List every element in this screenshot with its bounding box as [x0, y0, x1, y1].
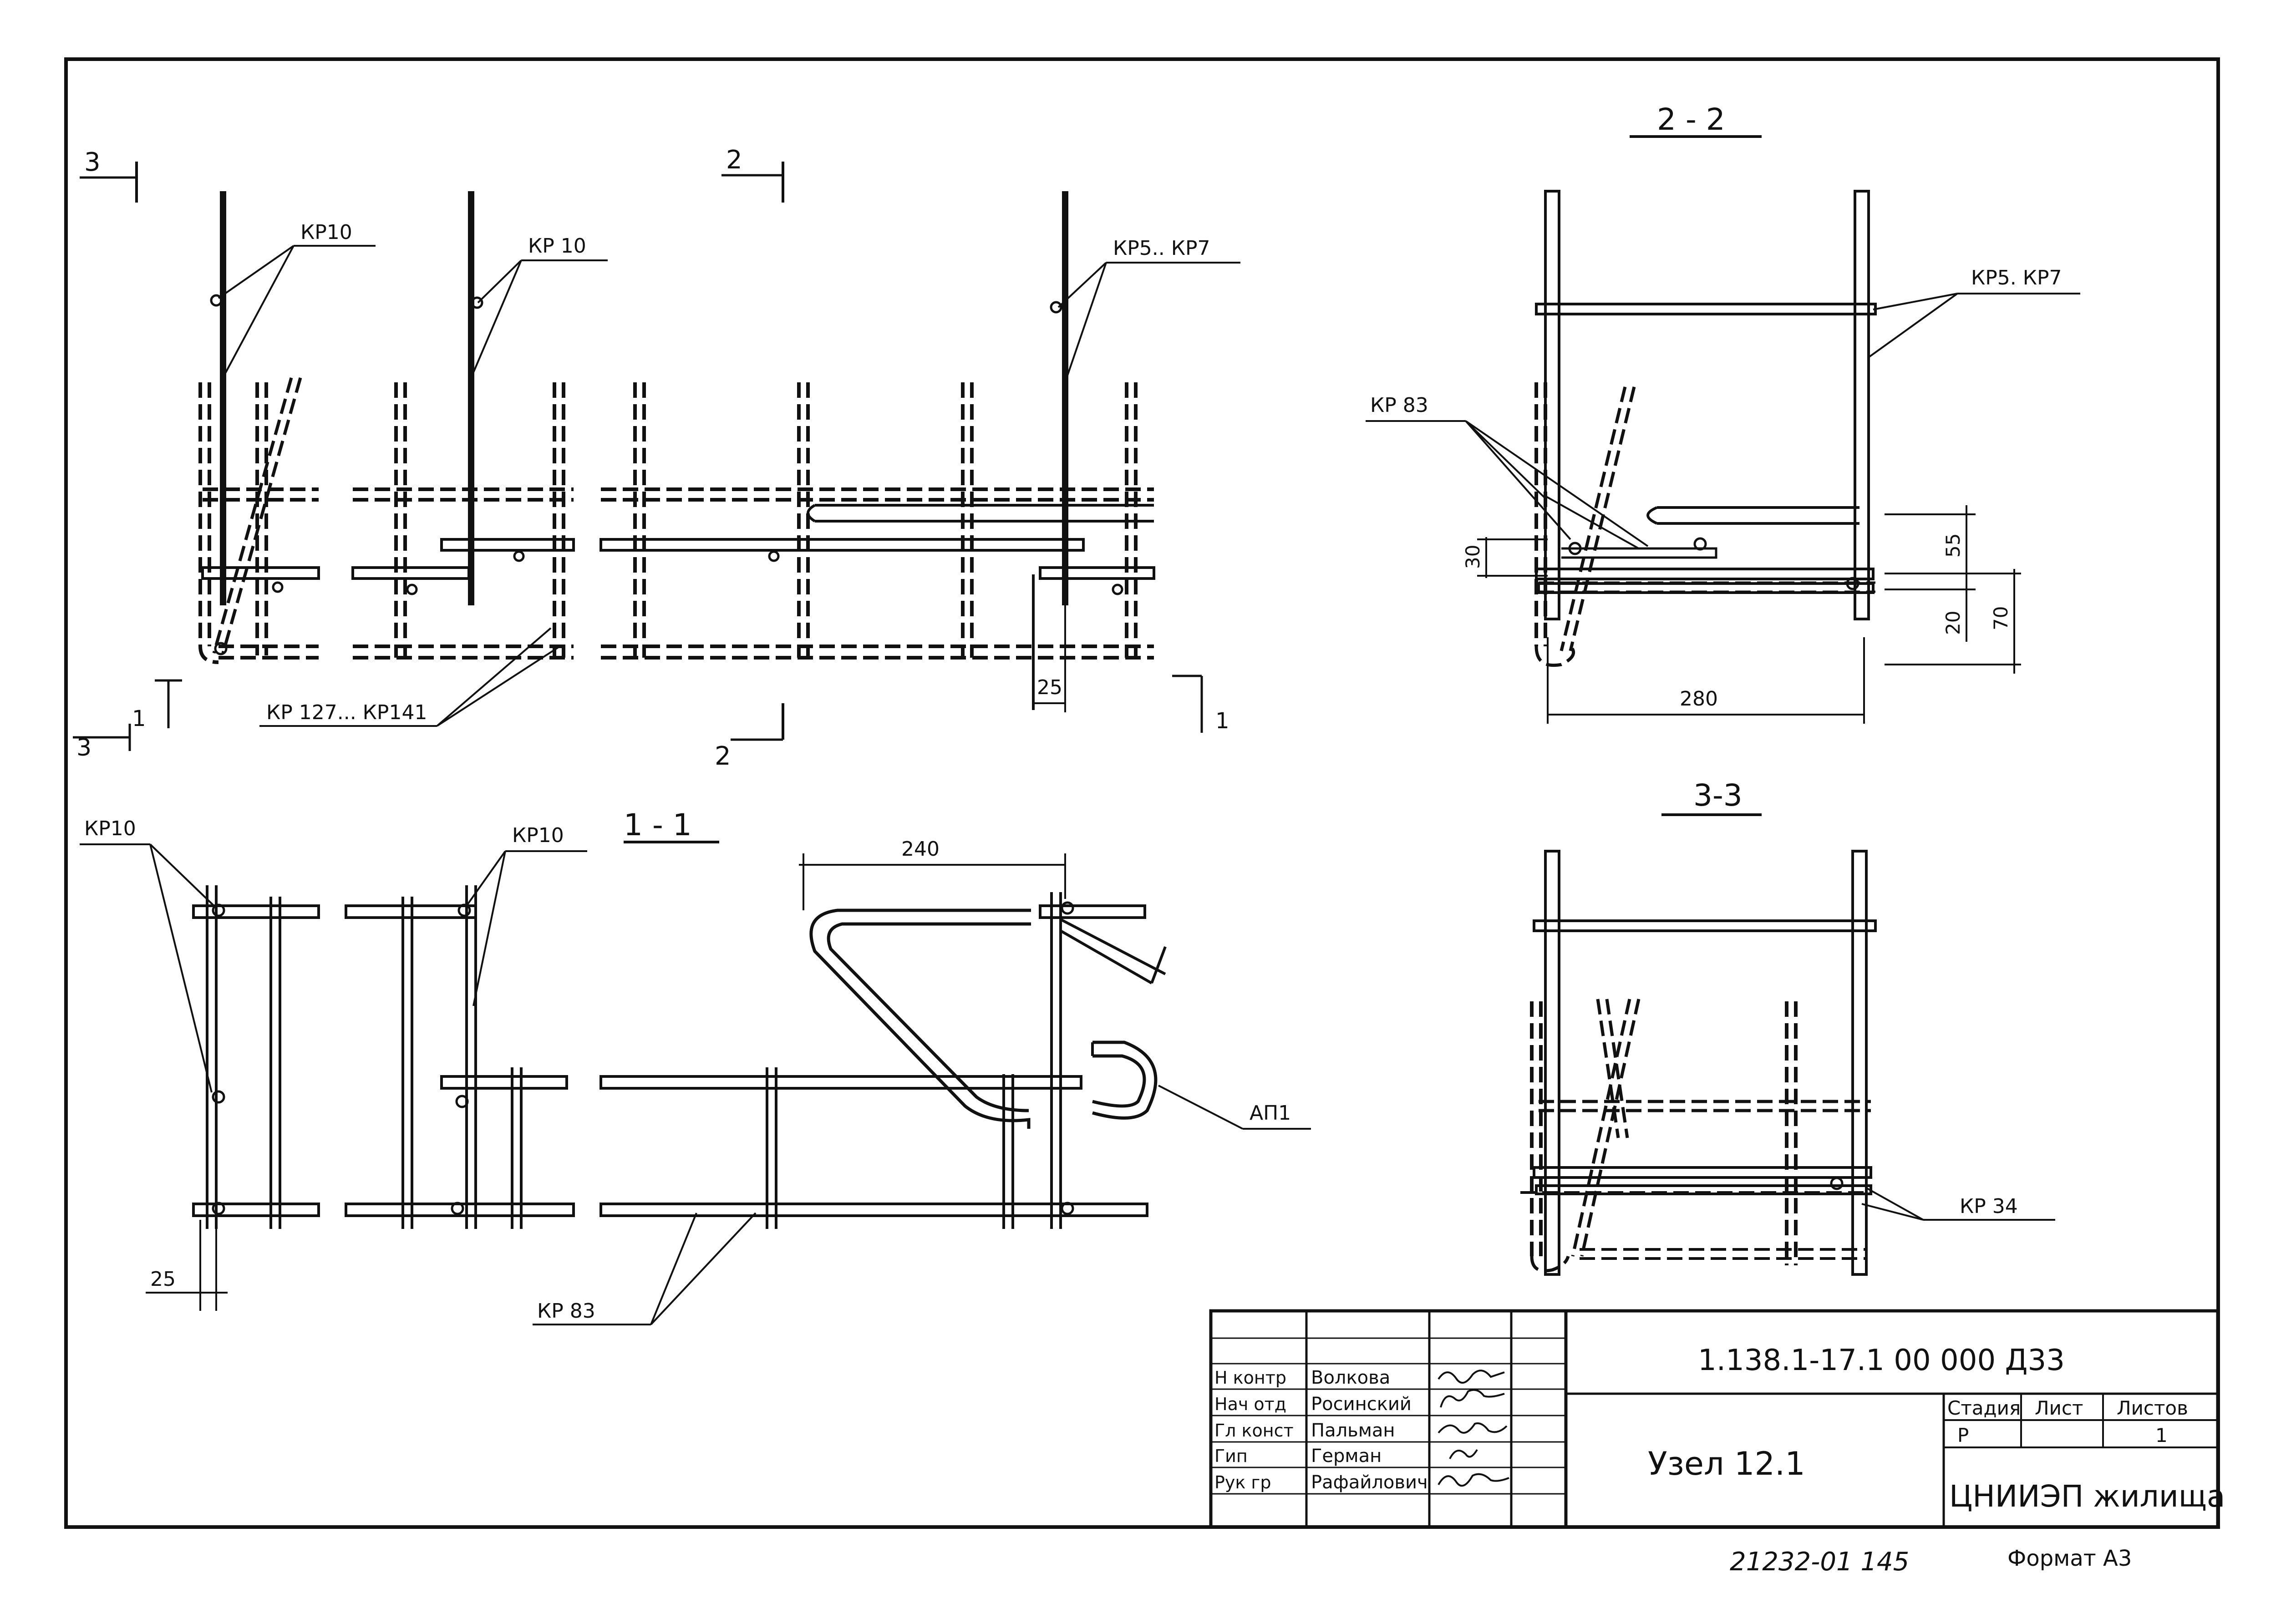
role-label: Рук гр [1214, 1472, 1271, 1492]
sheet-frame [64, 57, 2220, 1529]
role-label: Нач отд [1214, 1394, 1286, 1414]
dim-25-plan: 25 [1037, 676, 1062, 699]
section-1-1-view: 1 - 1 240 [80, 807, 1311, 1325]
document-designation: 1.138.1-17.1 00 000 Д33 [1698, 1344, 2065, 1377]
sheets-total-value: 1 [2155, 1424, 2168, 1446]
organization-name: ЦНИИЭП жилища [1949, 1479, 2225, 1514]
role-name: Рафайлович [1311, 1472, 1428, 1493]
label-kp10-plan-b: КР 10 [528, 234, 586, 258]
dim-280: 280 [1680, 687, 1718, 710]
dim-55: 55 [1942, 533, 1964, 558]
section-mark-1-right: 1 [1215, 708, 1229, 734]
role-label: Гип [1214, 1446, 1248, 1466]
stage-value: Р [1957, 1424, 1969, 1446]
label-kp34: КР 34 [1960, 1195, 2018, 1218]
role-name: Герман [1311, 1446, 1382, 1467]
view-title-1-1: 1 - 1 [624, 807, 692, 842]
dim-30: 30 [1462, 545, 1484, 569]
label-kp127-kp141: КР 127... КР141 [266, 701, 427, 724]
dim-70: 70 [1990, 606, 2012, 630]
section-mark-3-top: 3 [84, 147, 101, 177]
drawing-title: Узел 12.1 [1648, 1445, 1805, 1482]
role-label: Н контр [1214, 1368, 1286, 1388]
label-kp83-section-2-2: КР 83 [1370, 394, 1428, 417]
label-ap1: АП1 [1250, 1101, 1291, 1125]
sheet-header: Лист [2035, 1397, 2083, 1419]
role-label: Гл конст [1214, 1421, 1294, 1441]
sheets-header: Листов [2117, 1397, 2188, 1419]
inventory-number: 21232-01 145 [1730, 1547, 1909, 1577]
label-kp5-kp7-plan: КР5.. КР7 [1113, 237, 1210, 260]
signatures [1438, 1370, 1509, 1487]
format-label: Формат А3 [2007, 1546, 2132, 1571]
section-3-3-view: 3-3 КР 34 [1520, 778, 2055, 1276]
role-name: Пальман [1311, 1420, 1395, 1441]
section-mark-2-top: 2 [726, 145, 742, 175]
dim-25-section: 25 [150, 1268, 176, 1291]
label-kp10-section-b: КР10 [512, 824, 564, 847]
label-kp10-section-a: КР10 [84, 817, 136, 840]
section-mark-3-bottom: 3 [76, 734, 91, 761]
view-title-2-2: 2 - 2 [1657, 102, 1725, 137]
view-title-3-3: 3-3 [1693, 778, 1743, 813]
label-kp5-kp7-section: КР5. КР7 [1971, 266, 2062, 289]
label-kp83-section: КР 83 [537, 1299, 595, 1323]
section-2-2-view: 2 - 2 КР5. КР7 КР 83 280 [1366, 102, 2080, 724]
dim-20: 20 [1942, 611, 1964, 635]
plan-view: 3 2 [73, 145, 1240, 771]
role-name: Волкова [1311, 1367, 1390, 1388]
section-mark-1-left: 1 [132, 706, 146, 731]
title-block: 1.138.1-17.1 00 000 Д33 Узел 12.1 ЦНИИЭП… [1209, 1309, 2225, 1529]
label-kp10-plan-a: КР10 [300, 221, 352, 244]
section-mark-2-bottom: 2 [715, 741, 731, 771]
stage-header: Стадия [1947, 1397, 2021, 1419]
role-name: Росинский [1311, 1394, 1412, 1415]
dim-240: 240 [901, 837, 940, 861]
